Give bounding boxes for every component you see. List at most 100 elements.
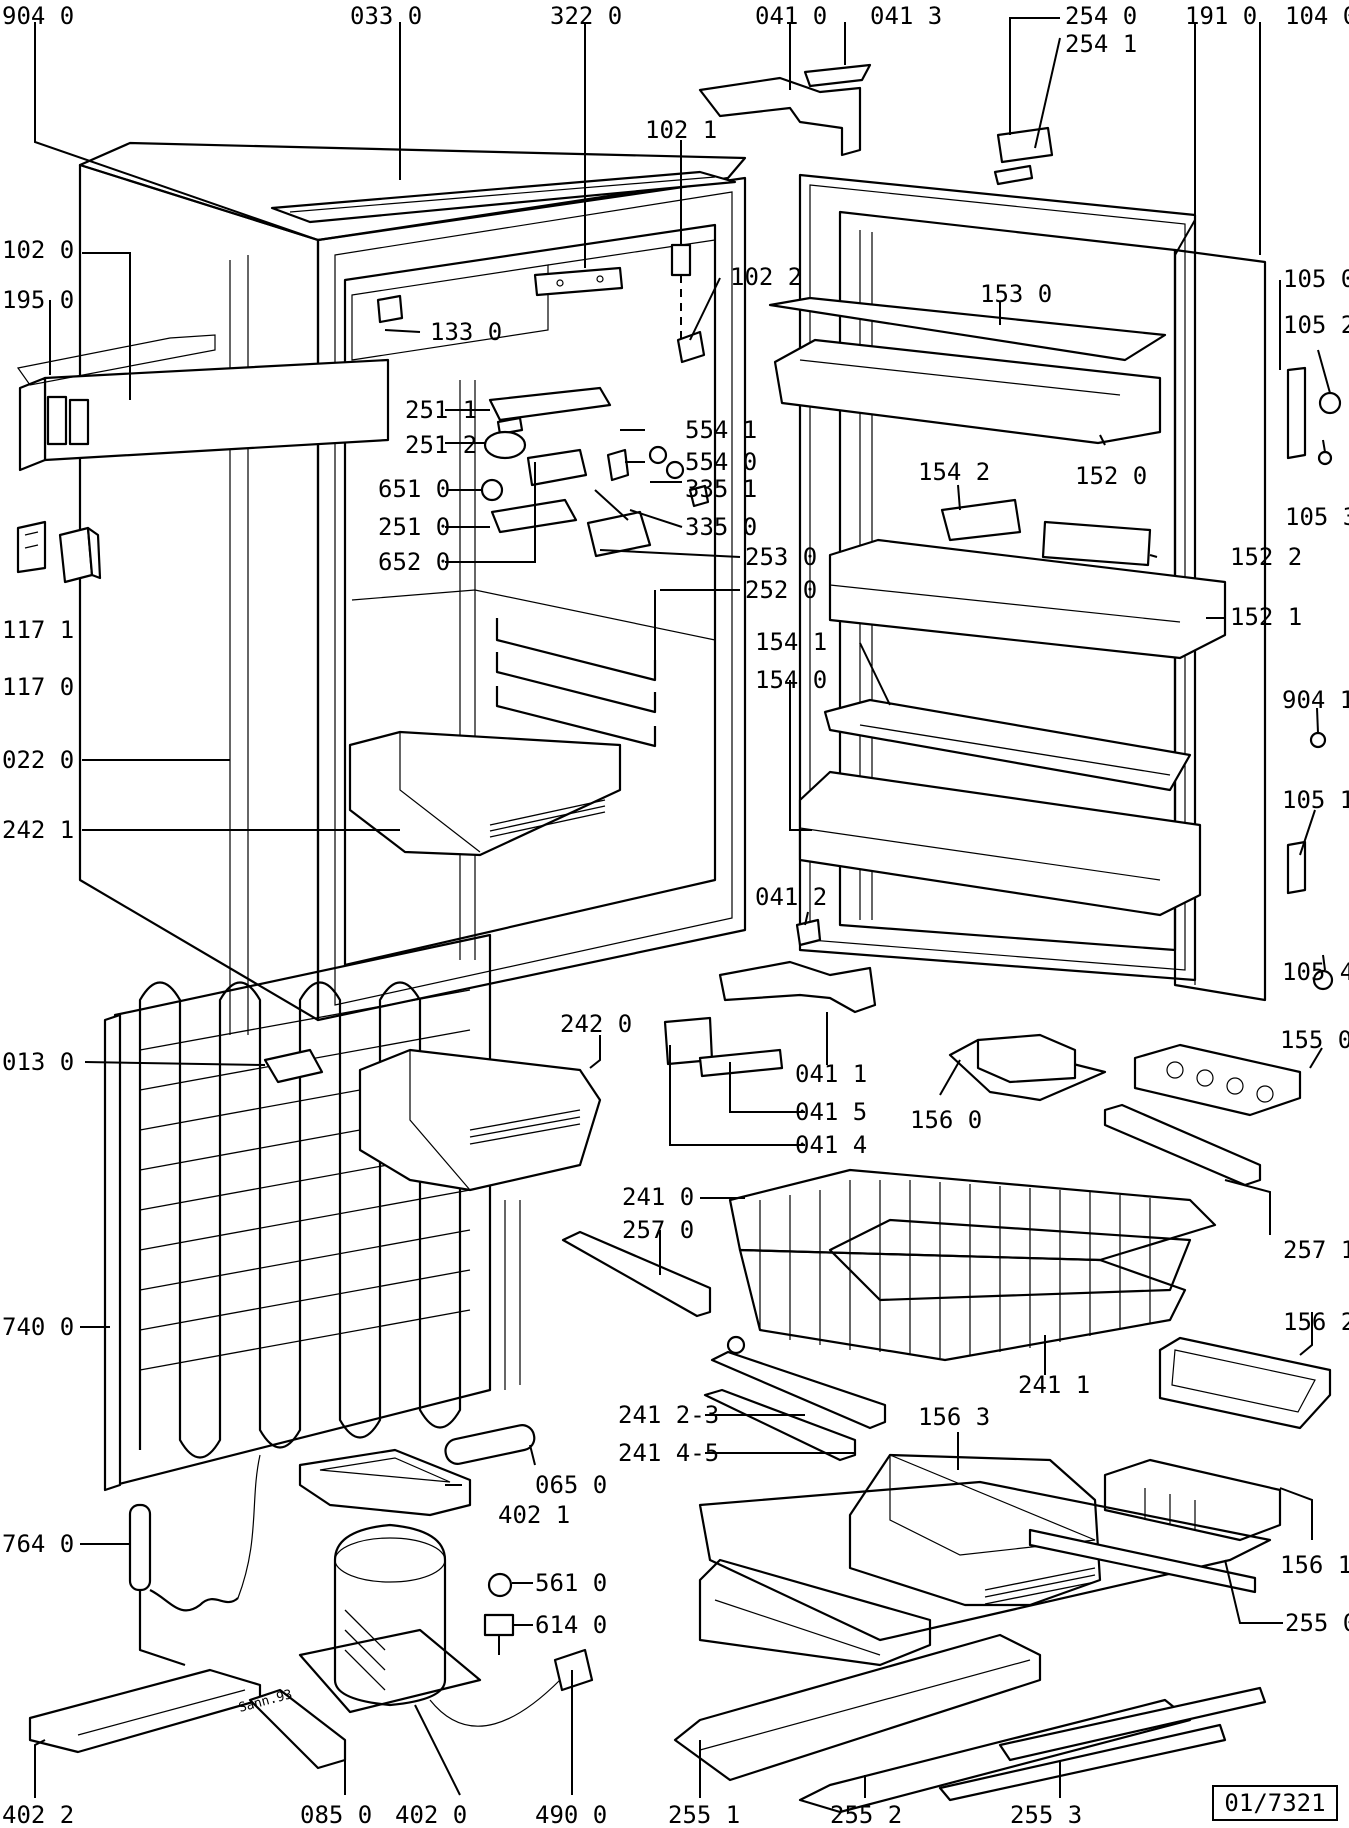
label-105-1: 105 1 [1282,786,1349,814]
bracket-foot [248,1688,347,1770]
label-904-1: 904 1 [1282,686,1349,714]
label-102-0: 102 0 [2,236,74,264]
glass-shelves [673,1480,1272,1814]
label-102-1: 102 1 [645,116,717,144]
label-740-0: 740 0 [2,1313,74,1341]
label-554-0: 554 0 [685,448,757,476]
top-hinge-assembly [698,63,872,157]
label-253-0: 253 0 [745,543,817,571]
label-033-0: 033 0 [350,2,422,30]
label-013-0: 013 0 [2,1048,74,1076]
label-402-2: 402 2 [2,1801,74,1828]
power-cable [429,1648,594,1727]
label-652-0: 652 0 [378,548,450,576]
reference-number-box: 01/7321 [1212,1785,1338,1821]
leader-lines [34,17,1331,1798]
compressor-bracket [298,1448,472,1517]
label-252-0: 252 0 [745,576,817,604]
compressor [298,1523,482,1714]
label-041-3: 041 3 [870,2,942,30]
label-255-2: 255 2 [830,1801,902,1828]
label-041-5: 041 5 [795,1098,867,1126]
condensate-pipe [444,1424,536,1465]
label-255-0: 255 0 [1285,1609,1349,1637]
label-156-3: 156 3 [918,1403,990,1431]
dryer-filter [128,1503,239,1667]
ice-cube-tray-small [1103,1103,1262,1187]
support-plate [533,266,624,297]
electrical-parts [483,1572,515,1655]
evaporator-clip [263,1048,324,1084]
label-242-1: 242 1 [2,816,74,844]
crisper-cover-top [1158,1336,1332,1430]
hinge-pin-top [670,180,706,364]
label-241-4-5: 241 4-5 [618,1439,719,1467]
label-117-0: 117 0 [2,673,74,701]
cabinet-shelf-rails [495,618,657,748]
label-117-1: 117 1 [2,616,74,644]
condenser [103,933,521,1492]
label-251-0: 251 0 [378,513,450,541]
label-554-1: 554 1 [685,416,757,444]
label-241-2-3: 241 2-3 [618,1401,719,1429]
label-490-0: 490 0 [535,1801,607,1828]
label-154-0: 154 0 [755,666,827,694]
label-255-3: 255 3 [1010,1801,1082,1828]
crisper-cover-inside [348,730,622,857]
label-561-0: 561 0 [535,1569,607,1597]
label-022-0: 022 0 [2,746,74,774]
label-335-0: 335 0 [685,513,757,541]
base-bracket [28,1668,262,1754]
label-257-1: 257 1 [1283,1236,1349,1264]
label-191-0: 191 0 [1185,2,1257,30]
label-041-4: 041 4 [795,1131,867,1159]
ice-tray [1133,1043,1302,1117]
freezer-box [848,1453,1102,1607]
label-651-0: 651 0 [378,475,450,503]
flap-clip [376,294,404,324]
label-085-0: 085 0 [300,1801,372,1828]
egg-tray [1103,1458,1282,1542]
door-hardware [993,126,1342,991]
label-904-0: 904 0 [2,2,74,30]
capillary-tube [237,1454,261,1599]
label-156-1: 156 1 [1280,1551,1349,1579]
crisper-lid-outer [358,1048,602,1192]
label-195-0: 195 0 [2,286,74,314]
freezer-flap [16,334,390,472]
label-242-0: 242 0 [560,1010,632,1038]
label-402-0: 402 0 [395,1801,467,1828]
small-hinge-parts [16,520,102,584]
basket [728,1168,1217,1362]
reference-number: 01/7321 [1224,1789,1326,1817]
label-105-0: 105 0 [1283,265,1349,293]
label-251-1: 251 1 [405,396,477,424]
label-241-1: 241 1 [1018,1371,1090,1399]
cabinet-body [78,141,747,1035]
label-402-1: 402 1 [498,1501,570,1529]
label-155-0: 155 0 [1280,1026,1349,1054]
label-153-0: 153 0 [980,280,1052,308]
label-041-2: 041 2 [755,883,827,911]
label-257-0: 257 0 [622,1216,694,1244]
label-241-0: 241 0 [622,1183,694,1211]
label-041-0: 041 0 [755,2,827,30]
basket-rails [561,1230,887,1462]
label-041-1: 041 1 [795,1060,867,1088]
label-152-0: 152 0 [1075,462,1147,490]
door-shelf-rail [823,698,1192,792]
door-shelf-upper [768,296,1167,445]
label-105-3: 105 3 [1285,503,1349,531]
label-065-0: 065 0 [535,1471,607,1499]
label-614-0: 614 0 [535,1611,607,1639]
label-104-0: 104 0 [1285,2,1349,30]
freezer-pack [948,1033,1107,1102]
label-152-2: 152 2 [1230,543,1302,571]
label-152-1: 152 1 [1230,603,1302,631]
label-154-2: 154 2 [918,458,990,486]
label-251-2: 251 2 [405,431,477,459]
label-335-1: 335 1 [685,475,757,503]
door-shelf-bottle [798,770,1202,917]
